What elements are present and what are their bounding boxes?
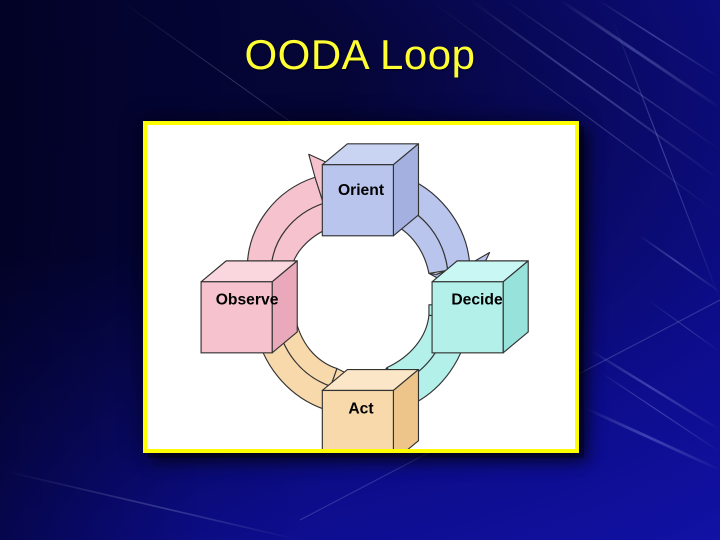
page-title: OODA Loop	[244, 31, 476, 78]
diagram-frame: Orient Decide Observe Act	[143, 121, 579, 453]
ooda-loop-diagram: Orient Decide Observe Act	[200, 143, 529, 449]
node-orient-label: Orient	[338, 182, 385, 199]
node-act[interactable]: Act	[321, 368, 420, 449]
node-decide-label: Decide	[451, 292, 503, 309]
node-act-label: Act	[348, 400, 374, 417]
node-observe-label: Observe	[216, 292, 279, 309]
node-orient[interactable]: Orient	[321, 143, 420, 237]
node-observe[interactable]: Observe	[200, 260, 298, 354]
node-decide[interactable]: Decide	[431, 260, 529, 354]
